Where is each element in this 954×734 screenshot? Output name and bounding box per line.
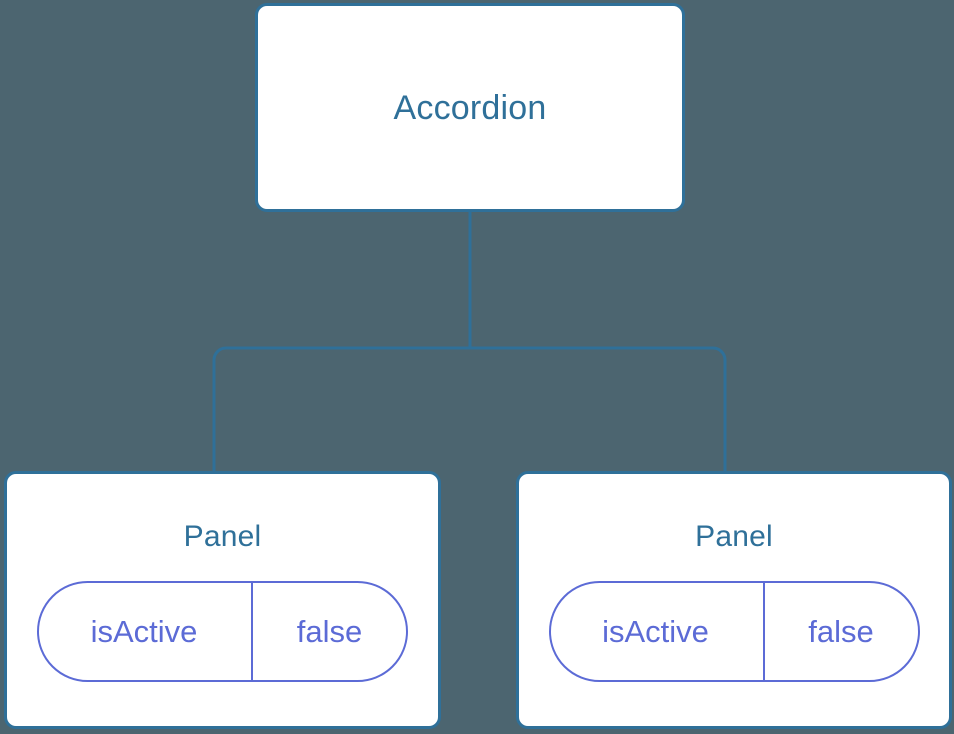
node-panel-1-state-value: false bbox=[296, 614, 363, 649]
node-panel-2-state-value: false bbox=[808, 614, 874, 649]
node-panel-2-title: Panel bbox=[695, 520, 773, 553]
node-accordion[interactable]: Accordion bbox=[255, 3, 685, 212]
edge-bus-to-right-panel bbox=[470, 346, 727, 474]
edge-bus-to-left-panel bbox=[212, 346, 470, 474]
node-panel-1-state-key: isActive bbox=[39, 583, 253, 680]
node-panel-1-state-badge[interactable]: isActive false bbox=[37, 581, 408, 682]
node-accordion-title: Accordion bbox=[393, 88, 547, 127]
node-panel-2-state-badge[interactable]: isActive false bbox=[548, 581, 920, 682]
node-panel-1-title: Panel bbox=[183, 520, 262, 553]
node-panel-2[interactable]: Panel isActive false bbox=[516, 471, 952, 729]
node-panel-2-state-key: isActive bbox=[551, 583, 765, 680]
node-panel-1[interactable]: Panel isActive false bbox=[4, 471, 441, 729]
